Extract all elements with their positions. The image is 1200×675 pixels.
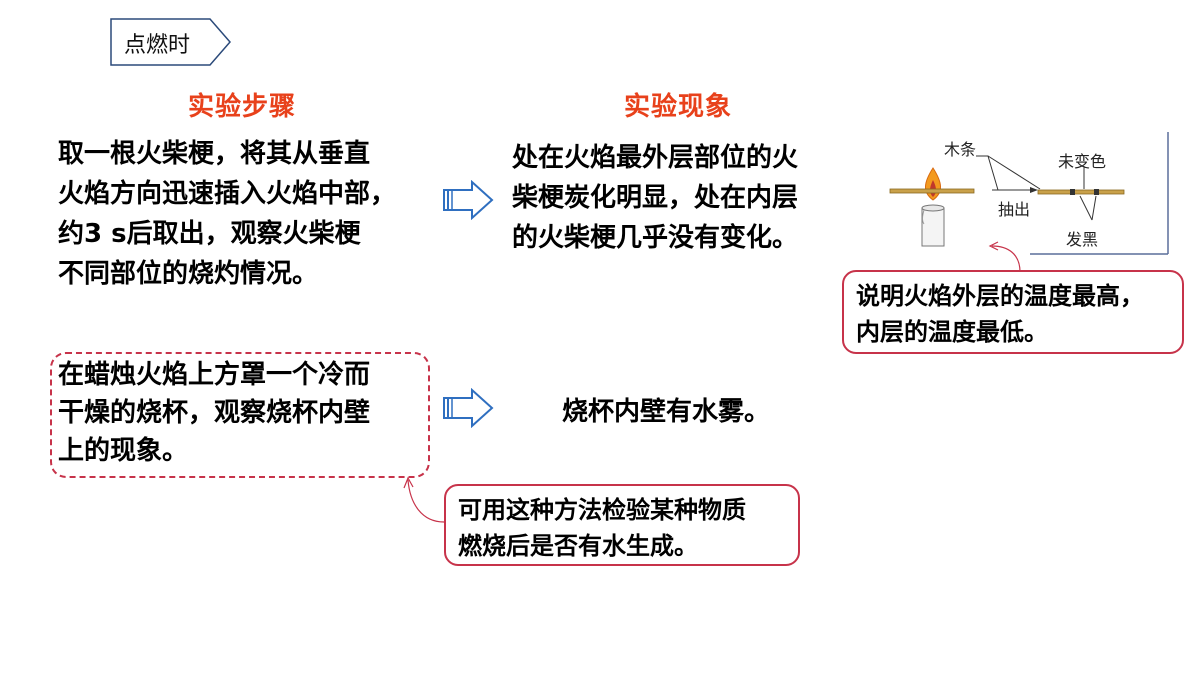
row1-step-line: 取一根火柴梗，将其从垂直	[58, 139, 371, 169]
conclusion-callout: 说明火焰外层的温度最高， 内层的温度最低。	[842, 270, 1184, 354]
row1-result: 处在火焰最外层部位的火 柴梗炭化明显，处在内层 的火柴梗几乎没有变化。	[512, 138, 862, 258]
phenomena-heading: 实验现象	[624, 92, 733, 122]
row1-result-line: 的火柴梗几乎没有变化。	[512, 223, 799, 253]
match-experiment-figure: 木条 未变色 抽出 发黑	[880, 132, 1170, 262]
note-line: 燃烧后是否有水生成。	[458, 532, 698, 560]
label-wood: 木条	[944, 140, 977, 159]
row2-result: 烧杯内壁有水雾。	[562, 397, 771, 427]
row1-steps: 取一根火柴梗，将其从垂直 火焰方向迅速插入火焰中部， 约3 s后取出，观察火柴梗…	[58, 134, 458, 294]
right-arrow-icon	[442, 388, 496, 428]
label-unchanged: 未变色	[1058, 152, 1107, 171]
row2-step-line: 在蜡烛火焰上方罩一个冷而	[58, 360, 371, 390]
label-black: 发黑	[1066, 230, 1099, 249]
note-line: 可用这种方法检验某种物质	[458, 496, 746, 524]
pointer-arrow-icon	[403, 476, 445, 523]
conclusion-line: 说明火焰外层的温度最高，	[856, 282, 1144, 310]
tag-shape	[110, 18, 231, 66]
section-tag: 点燃时	[110, 18, 231, 66]
steps-heading: 实验步骤	[188, 92, 297, 122]
row1-step-line: 不同部位的烧灼情况。	[58, 259, 319, 289]
pointer-arrow-icon	[988, 241, 1021, 273]
note-callout: 可用这种方法检验某种物质 燃烧后是否有水生成。	[444, 484, 800, 566]
row2-step-line: 上的现象。	[58, 436, 189, 466]
row1-result-line: 处在火焰最外层部位的火	[512, 143, 799, 173]
tag-label: 点燃时	[124, 33, 191, 58]
right-arrow-icon	[442, 180, 496, 220]
row2-step-line: 干燥的烧杯，观察烧杯内壁	[58, 398, 371, 428]
row2-steps-box	[50, 352, 430, 478]
label-pull: 抽出	[998, 200, 1031, 219]
row1-step-line: 约3 s后取出，观察火柴梗	[58, 219, 361, 249]
row1-result-line: 柴梗炭化明显，处在内层	[512, 183, 799, 213]
row1-step-line: 火焰方向迅速插入火焰中部，	[58, 179, 397, 209]
conclusion-line: 内层的温度最低。	[856, 318, 1048, 346]
row2-steps: 在蜡烛火焰上方罩一个冷而 干燥的烧杯，观察烧杯内壁 上的现象。	[58, 356, 428, 470]
